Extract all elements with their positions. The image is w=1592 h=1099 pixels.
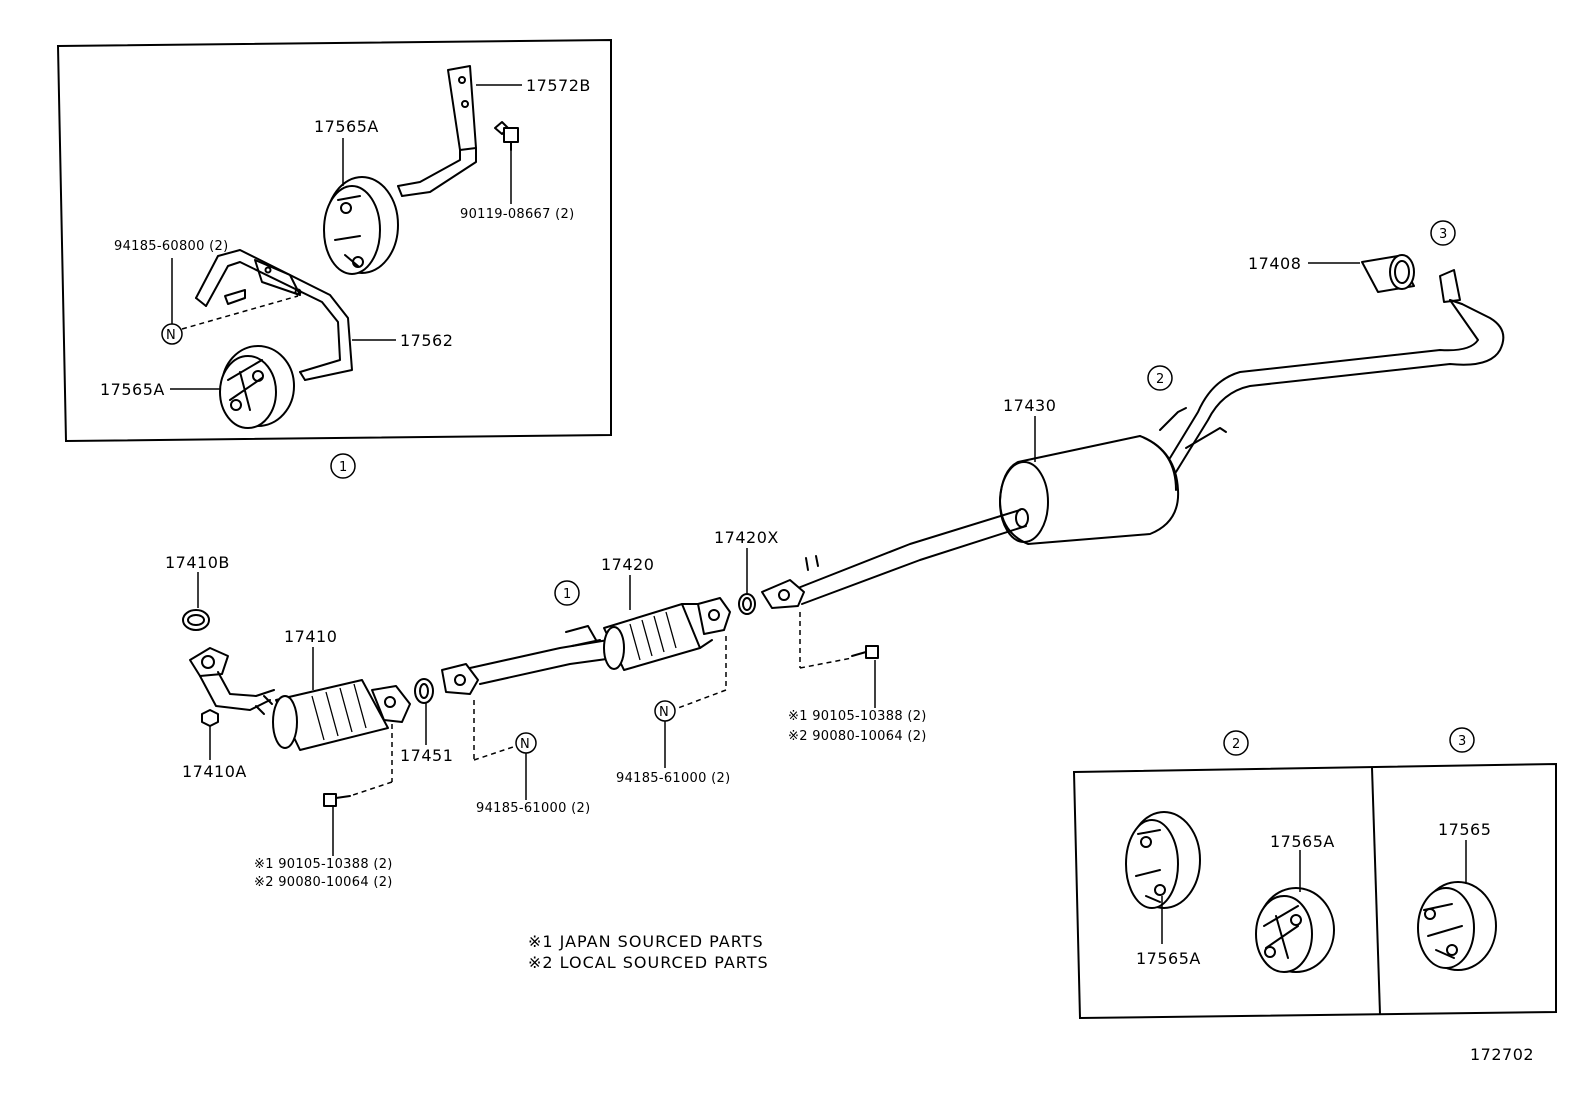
label-17451: 17451 [400,746,453,765]
label-94185-60800: 94185-60800 (2) [114,239,228,254]
hanger-17562 [195,249,353,381]
label-90119: 90119-08667 (2) [460,207,574,222]
cushion-17565A-box2-left [1125,811,1201,909]
label-17565A-box2-left: 17565A [1136,949,1201,968]
label-17410B: 17410B [165,553,230,572]
circle-ref-2-pipe [1147,365,1173,391]
circle-ref-1-pipe-num: 1 [563,587,572,602]
label-17565-box3: 17565 [1438,820,1491,839]
front-pipe-17410 [189,647,411,751]
label-17410: 17410 [284,627,337,646]
bracket-17572B [397,65,477,197]
bolt-left [323,793,351,807]
detail-box-1: 17572B 90119-08667 (2) 17565A [56,38,612,443]
circle-ref-3-pipe [1430,220,1456,246]
note-japan-sourced: ※1 JAPAN SOURCED PARTS [528,932,764,951]
label-17565A-box2-right: 17565A [1270,832,1335,851]
cushion-17565A-bottom [219,345,295,429]
label-17408: 17408 [1248,254,1301,273]
label-bolt-right-1: ※1 90105-10388 (2) [788,709,927,724]
circle-ref-1-box-num: 1 [339,460,348,475]
label-bolt-left-1: ※1 90105-10388 (2) [254,857,393,872]
center-pipe [761,508,1029,609]
nut-symbol-mid-letter: N [659,705,669,720]
cushion-17565A-box2-right [1255,887,1335,973]
label-17572B: 17572B [526,76,591,95]
tail-pipe [1159,269,1505,473]
circle-ref-2-box [1223,730,1249,756]
diagram-id: 172702 [1470,1045,1534,1064]
label-17420: 17420 [601,555,654,574]
nut-17410A [201,709,219,727]
circle-ref-3-pipe-num: 3 [1439,227,1448,242]
label-17565A-top: 17565A [314,117,379,136]
label-17420X: 17420X [714,528,779,547]
muffler-17430 [999,435,1180,545]
circle-ref-2-pipe-num: 2 [1156,372,1165,387]
label-17562: 17562 [400,331,453,350]
label-17565A-bottom: 17565A [100,380,165,399]
label-94185-61000-mid: 94185-61000 (2) [616,771,730,786]
detail-box-2-3 [1072,762,1557,1020]
circle-ref-1-box [330,453,356,479]
label-bolt-right-2: ※2 90080-10064 (2) [788,729,927,744]
circle-ref-3-box [1449,727,1475,753]
note-local-sourced: ※2 LOCAL SOURCED PARTS [528,953,769,972]
gasket-17451 [414,678,434,704]
circle-ref-3-box-num: 3 [1458,734,1467,749]
label-bolt-left-2: ※2 90080-10064 (2) [254,875,393,890]
bolt-90119 [494,121,519,151]
bolt-right [851,645,879,659]
label-94185-61000-left: 94185-61000 (2) [476,801,590,816]
circle-ref-1-pipe [554,580,580,606]
nut-symbol-box1-letter: N [166,328,176,343]
label-17410A: 17410A [182,762,247,781]
cushion-17565-box3 [1417,881,1497,971]
cushion-17565A-top [323,176,399,275]
tail-tip-17408 [1361,254,1415,293]
label-17430: 17430 [1003,396,1056,415]
nut-symbol-left-letter: N [520,737,530,752]
gasket-17410B [182,609,210,631]
converter-17420 [441,597,731,695]
circle-ref-2-box-num: 2 [1232,737,1241,752]
